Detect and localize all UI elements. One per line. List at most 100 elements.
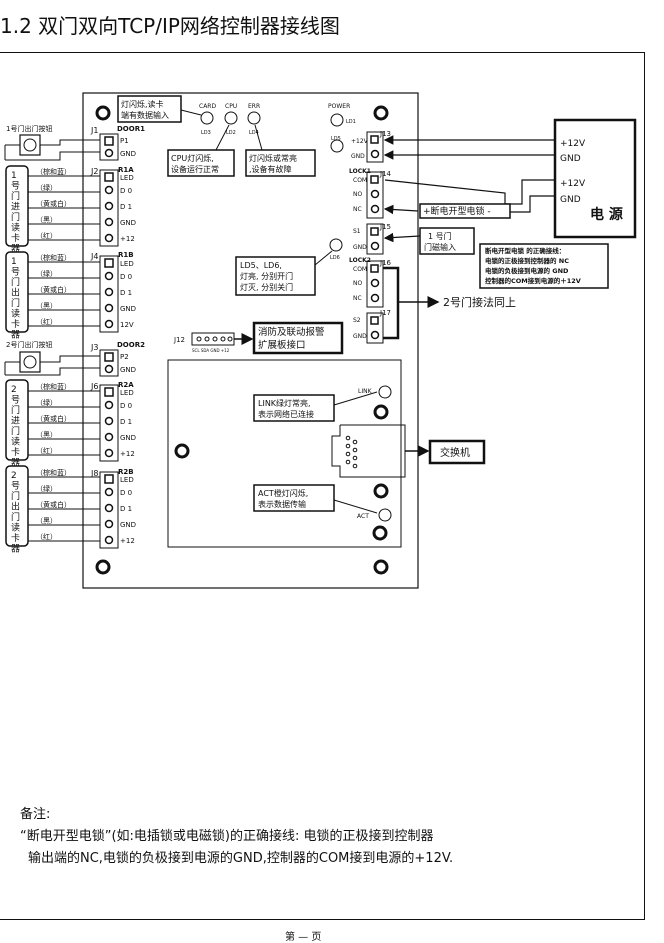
wire-color-label: （棕和蓝） — [36, 468, 71, 477]
svg-text:1 号门: 1 号门 — [428, 231, 452, 241]
svg-text:J14: J14 — [379, 170, 392, 178]
wire-color-label: （红） — [36, 446, 57, 455]
led-card: CARD LD3 — [199, 103, 216, 136]
wire-color-label: （棕和蓝） — [36, 382, 71, 391]
svg-text:D 0: D 0 — [120, 489, 132, 497]
reader2-out-wires: （棕和蓝）（绿）（黄或白）（黑）（红） — [28, 468, 100, 542]
svg-text:交换机: 交换机 — [440, 446, 470, 459]
footnote: 备注: “断电开型电锁”(如:电插锁或电磁锁)的正确接线: 电锁的正极接到控制器… — [20, 804, 453, 870]
network-switch: 交换机 — [428, 439, 486, 465]
footnote-line1: “断电开型电锁”(如:电插锁或电磁锁)的正确接线: 电锁的正极接到控制器 — [20, 829, 434, 844]
svg-text:LED: LED — [120, 389, 134, 397]
svg-text:R2A: R2A — [118, 381, 134, 389]
svg-text:NC: NC — [353, 206, 362, 213]
wire-color-label: （棕和蓝） — [36, 167, 71, 176]
power-supply: +12V GND +12V GND 电 源 — [553, 118, 637, 239]
door2-button: 2号门出门按钮 — [4, 340, 100, 376]
wire-color-label: （黄或白） — [36, 500, 71, 509]
svg-text:D 0: D 0 — [120, 273, 132, 281]
svg-text:NO: NO — [353, 280, 362, 287]
svg-text:S1: S1 — [353, 228, 361, 235]
lock-label-text: +断电开型电锁 - — [423, 205, 491, 217]
lock-label: +断电开型电锁 - — [419, 203, 511, 219]
svg-text:LOCK1: LOCK1 — [349, 168, 371, 175]
wire-color-label: （红） — [36, 317, 57, 326]
svg-text:扩展板接口: 扩展板接口 — [258, 339, 306, 351]
svg-text:LINK绿灯常亮,: LINK绿灯常亮, — [258, 398, 311, 408]
svg-text:J16: J16 — [379, 259, 392, 267]
svg-text:J4: J4 — [90, 252, 98, 261]
door-sensor-callout: 1 号门 门磁输入 — [419, 227, 475, 255]
svg-text:D 1: D 1 — [120, 289, 132, 297]
right-wiring — [383, 135, 555, 340]
led-ld6: LD6 — [329, 238, 343, 261]
svg-text:D 0: D 0 — [120, 187, 132, 195]
svg-text:灯闪烁或常亮: 灯闪烁或常亮 — [249, 153, 297, 163]
svg-text:+12: +12 — [120, 537, 135, 545]
svg-text:COM: COM — [353, 177, 367, 184]
svg-text:ACT橙灯闪烁,: ACT橙灯闪烁, — [258, 488, 308, 498]
svg-text:P2: P2 — [120, 353, 129, 361]
led-ld5: LD5 — [330, 136, 344, 153]
svg-text:,设备有故障: ,设备有故障 — [249, 164, 292, 174]
svg-text:GND: GND — [353, 244, 367, 251]
svg-text:DOOR1: DOOR1 — [117, 125, 145, 133]
rj45-port — [331, 424, 430, 478]
svg-text:+12V: +12V — [560, 179, 586, 189]
controller-board — [82, 92, 419, 589]
wire-color-label: （黑） — [36, 216, 57, 224]
connector-j4: J4 R1B LED D 0 D 1 GND 12V — [90, 251, 136, 333]
door2-same-label: 2号门接法同上 — [443, 295, 516, 309]
svg-text:NC: NC — [353, 295, 362, 302]
connector-j1: J1 DOOR1 P1 GND — [90, 125, 145, 161]
led-act: ACT — [357, 508, 392, 522]
led-cpu: CPU LD2 — [224, 103, 238, 136]
svg-text:NO: NO — [353, 191, 362, 198]
door1-button: 1号门出门按钮 — [4, 124, 100, 161]
svg-text:消防及联动报警: 消防及联动报警 — [258, 326, 325, 338]
door2-button-label: 2号门出门按钮 — [6, 340, 52, 349]
reader2-in-wires: （棕和蓝）（绿）（黄或白）（黑）（红） — [28, 382, 100, 456]
svg-text:CPU灯闪烁,: CPU灯闪烁, — [171, 153, 214, 163]
svg-text:ACT: ACT — [357, 513, 369, 520]
wire-color-label: （黑） — [36, 302, 57, 310]
svg-text:GND: GND — [560, 154, 581, 164]
svg-text:12V: 12V — [120, 321, 134, 329]
led-cpu-label: CPU — [225, 103, 237, 110]
svg-text:GND: GND — [560, 195, 581, 205]
svg-text:断电开型电锁 的正确接线：: 断电开型电锁 的正确接线： — [485, 246, 565, 255]
wire-color-label: （黄或白） — [36, 199, 71, 208]
svg-text:LED: LED — [120, 174, 134, 182]
mounting-holes — [95, 105, 389, 575]
svg-text:LED: LED — [120, 476, 134, 484]
ld3-label: LD3 — [201, 130, 211, 136]
door1-button-label: 1号门出门按钮 — [6, 124, 52, 133]
svg-text:+12V: +12V — [351, 138, 369, 145]
svg-text:R1B: R1B — [118, 251, 134, 259]
ld6-label: LD6 — [330, 255, 340, 261]
svg-text:GND: GND — [351, 153, 365, 160]
page-title: 1.2 双门双向TCP/IP网络控制器接线图 — [0, 14, 340, 38]
led-power-label: POWER — [328, 103, 350, 110]
wire-color-label: （绿） — [36, 269, 57, 278]
svg-text:表示网络已连接: 表示网络已连接 — [258, 409, 314, 419]
page-number: 第 — 页 — [285, 932, 322, 943]
connector-j15: J15 S1 GND — [353, 223, 391, 255]
svg-text:GND: GND — [120, 150, 136, 158]
network-board — [167, 359, 402, 548]
svg-text:D 1: D 1 — [120, 418, 132, 426]
svg-text:+12V: +12V — [560, 139, 586, 149]
svg-text:D 1: D 1 — [120, 505, 132, 513]
svg-text:控制器的COM接到电源的＋12V: 控制器的COM接到电源的＋12V — [485, 276, 581, 285]
ld4-label: LD4 — [249, 130, 259, 136]
wire-color-label: （黄或白） — [36, 414, 71, 423]
connector-j13: J13 +12V GND — [351, 130, 391, 163]
connector-j6: J6 R2A LED D 0 D 1 GND +12 — [90, 381, 136, 462]
wire-color-label: （绿） — [36, 484, 57, 493]
svg-text:GND: GND — [120, 305, 136, 313]
